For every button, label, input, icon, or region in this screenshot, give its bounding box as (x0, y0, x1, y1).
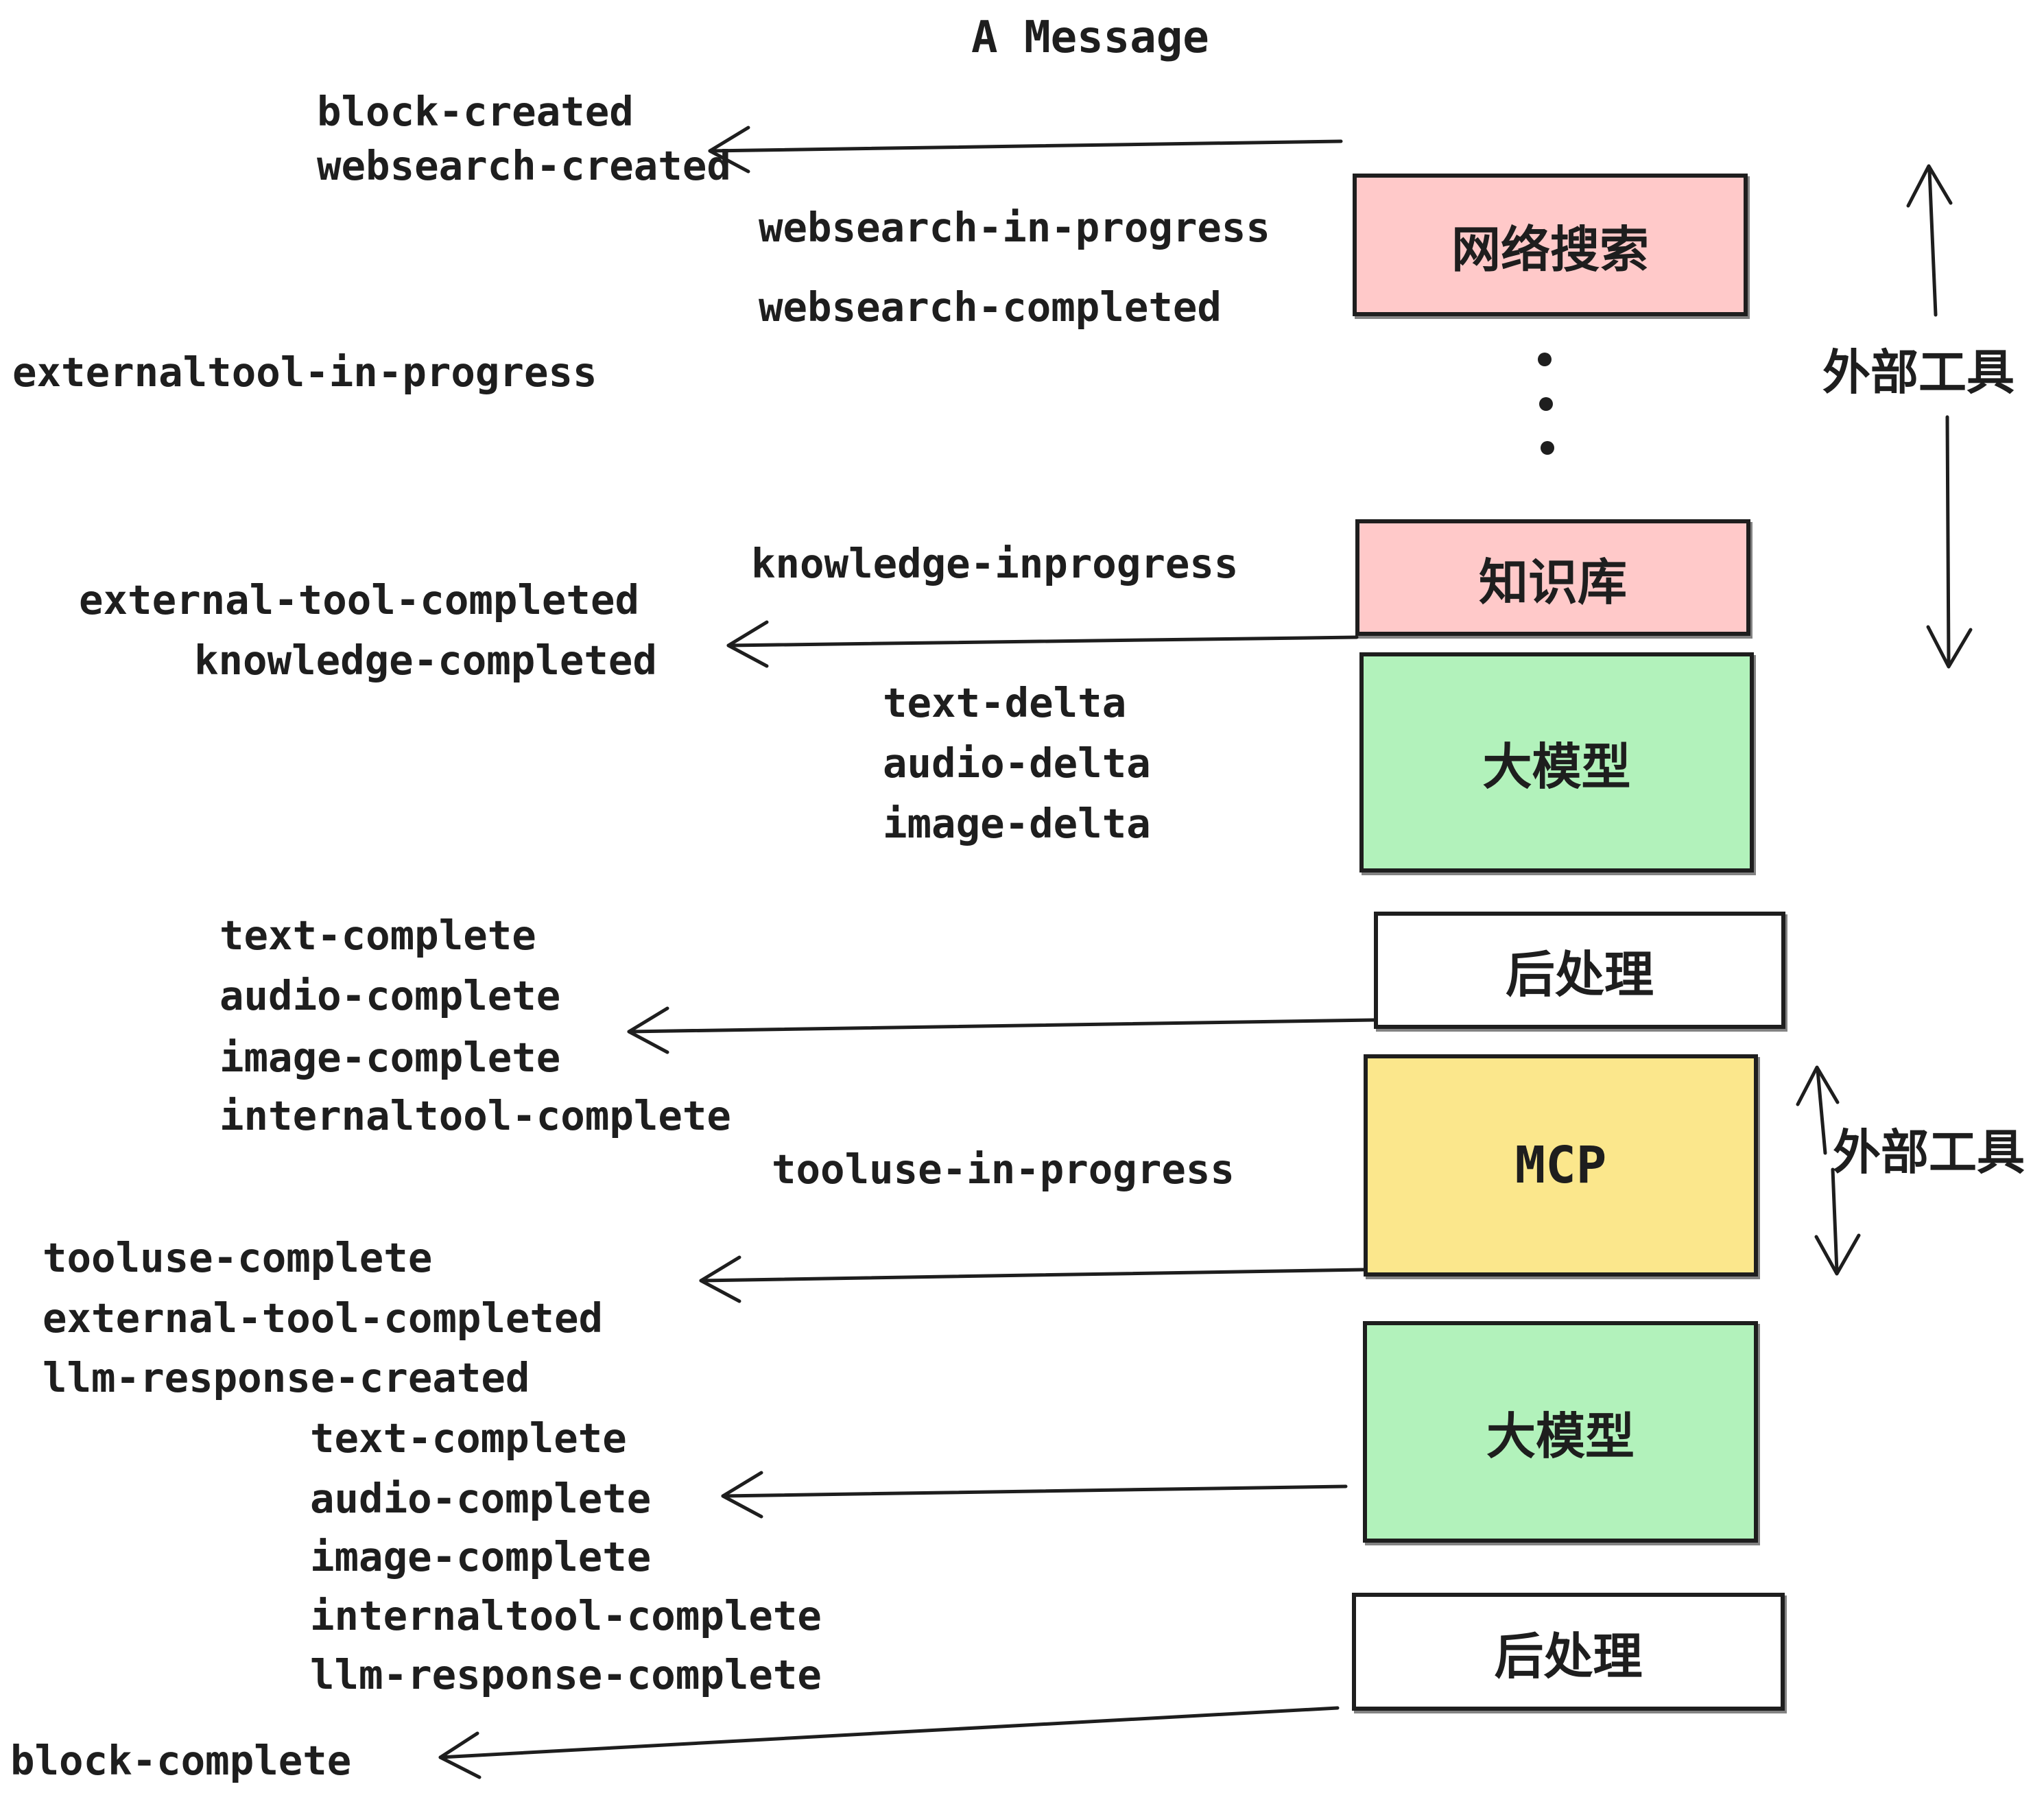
event-label-llm-response-complete: llm-response-complete (310, 1651, 822, 1698)
box-knowledge: 知识库 (1355, 519, 1750, 636)
arrow-to-knowledge-completed-icon (726, 620, 1359, 668)
ellipsis-dots-icon (1538, 353, 1554, 455)
event-label-websearch-completed: websearch-completed (759, 283, 1222, 331)
event-label-tooluse-complete: tooluse-complete (43, 1234, 433, 1281)
arrow-to-image-complete-icon (627, 1006, 1376, 1054)
box-knowledge-label: 知识库 (1478, 553, 1627, 611)
event-label-image-complete-1: image-complete (219, 1034, 561, 1081)
box-websearch-label: 网络搜索 (1451, 220, 1649, 278)
event-label-text-complete-2: text-complete (310, 1414, 627, 1462)
arrow-to-audio-complete-icon (721, 1471, 1348, 1519)
up-arrow-icon (1906, 164, 1953, 317)
annotation-external-tools-1: 外部工具 (1822, 344, 2015, 401)
arrow-to-tooluse-complete-icon (699, 1255, 1366, 1303)
box-llm-1-label: 大模型 (1482, 738, 1631, 796)
event-label-audio-complete-1: audio-complete (219, 972, 561, 1019)
arrow-to-block-created-icon (708, 126, 1343, 174)
event-label-external-tool-completed: external-tool-completed (79, 576, 639, 624)
event-label-block-complete: block-complete (10, 1737, 352, 1784)
event-label-knowledge-completed: knowledge-completed (194, 637, 657, 684)
event-label-audio-delta-1: audio-delta (883, 739, 1151, 787)
box-postprocess-1-label: 后处理 (1505, 946, 1654, 1004)
event-label-image-delta-1: image-delta (883, 800, 1151, 847)
event-label-audio-complete-2: audio-complete (310, 1475, 652, 1522)
down-arrow-mcp-icon (1814, 1167, 1861, 1276)
box-postprocess-2-label: 后处理 (1494, 1627, 1643, 1685)
up-arrow-mcp-icon (1796, 1065, 1840, 1155)
event-label-websearch-in-progress: websearch-in-progress (759, 204, 1270, 251)
event-label-external-tool-completed-2: external-tool-completed (43, 1294, 603, 1342)
event-label-text-complete-1: text-complete (219, 912, 536, 959)
event-label-knowledge-inprogress: knowledge-inprogress (751, 540, 1239, 587)
event-label-internaltool-complete-1: internaltool-complete (219, 1092, 731, 1139)
event-label-llm-response-created: llm-response-created (43, 1354, 530, 1401)
box-mcp: MCP (1364, 1054, 1758, 1277)
event-label-image-complete-2: image-complete (310, 1533, 652, 1580)
box-llm-2: 大模型 (1363, 1321, 1758, 1543)
box-websearch: 网络搜索 (1353, 174, 1748, 316)
arrow-to-block-complete-icon (438, 1706, 1340, 1779)
box-llm-2-label: 大模型 (1486, 1408, 1635, 1465)
event-label-externaltool-in-progress: externaltool-in-progress (12, 348, 597, 396)
event-label-internaltool-complete-2: internaltool-complete (310, 1592, 822, 1639)
box-llm-1: 大模型 (1359, 652, 1754, 873)
diagram-title: A Message (971, 12, 1209, 63)
box-postprocess-2: 后处理 (1352, 1593, 1785, 1711)
event-label-tooluse-in-progress: tooluse-in-progress (772, 1146, 1235, 1193)
box-postprocess-1: 后处理 (1374, 912, 1785, 1029)
box-mcp-label: MCP (1514, 1136, 1607, 1195)
event-label-block-created: block-created (317, 88, 634, 135)
down-arrow-icon (1926, 415, 1973, 669)
event-label-text-delta-1: text-delta (883, 679, 1127, 726)
event-label-websearch-created: websearch-created (317, 142, 731, 189)
annotation-external-tools-2: 外部工具 (1833, 1124, 2025, 1180)
